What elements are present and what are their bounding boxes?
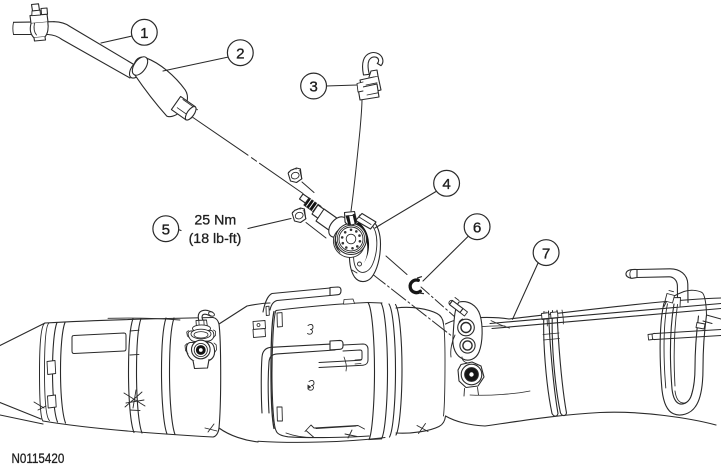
svg-text:3: 3 bbox=[309, 79, 317, 96]
svg-text:(18 lb-ft): (18 lb-ft) bbox=[189, 231, 242, 247]
svg-text:25 Nm: 25 Nm bbox=[194, 212, 236, 228]
svg-text:N0115420: N0115420 bbox=[12, 451, 65, 466]
svg-text:4: 4 bbox=[442, 176, 450, 193]
svg-text:5: 5 bbox=[162, 221, 170, 238]
svg-text:2: 2 bbox=[236, 45, 244, 62]
svg-text:7: 7 bbox=[542, 245, 550, 262]
svg-text:6: 6 bbox=[473, 219, 481, 236]
svg-text:1: 1 bbox=[140, 25, 148, 42]
